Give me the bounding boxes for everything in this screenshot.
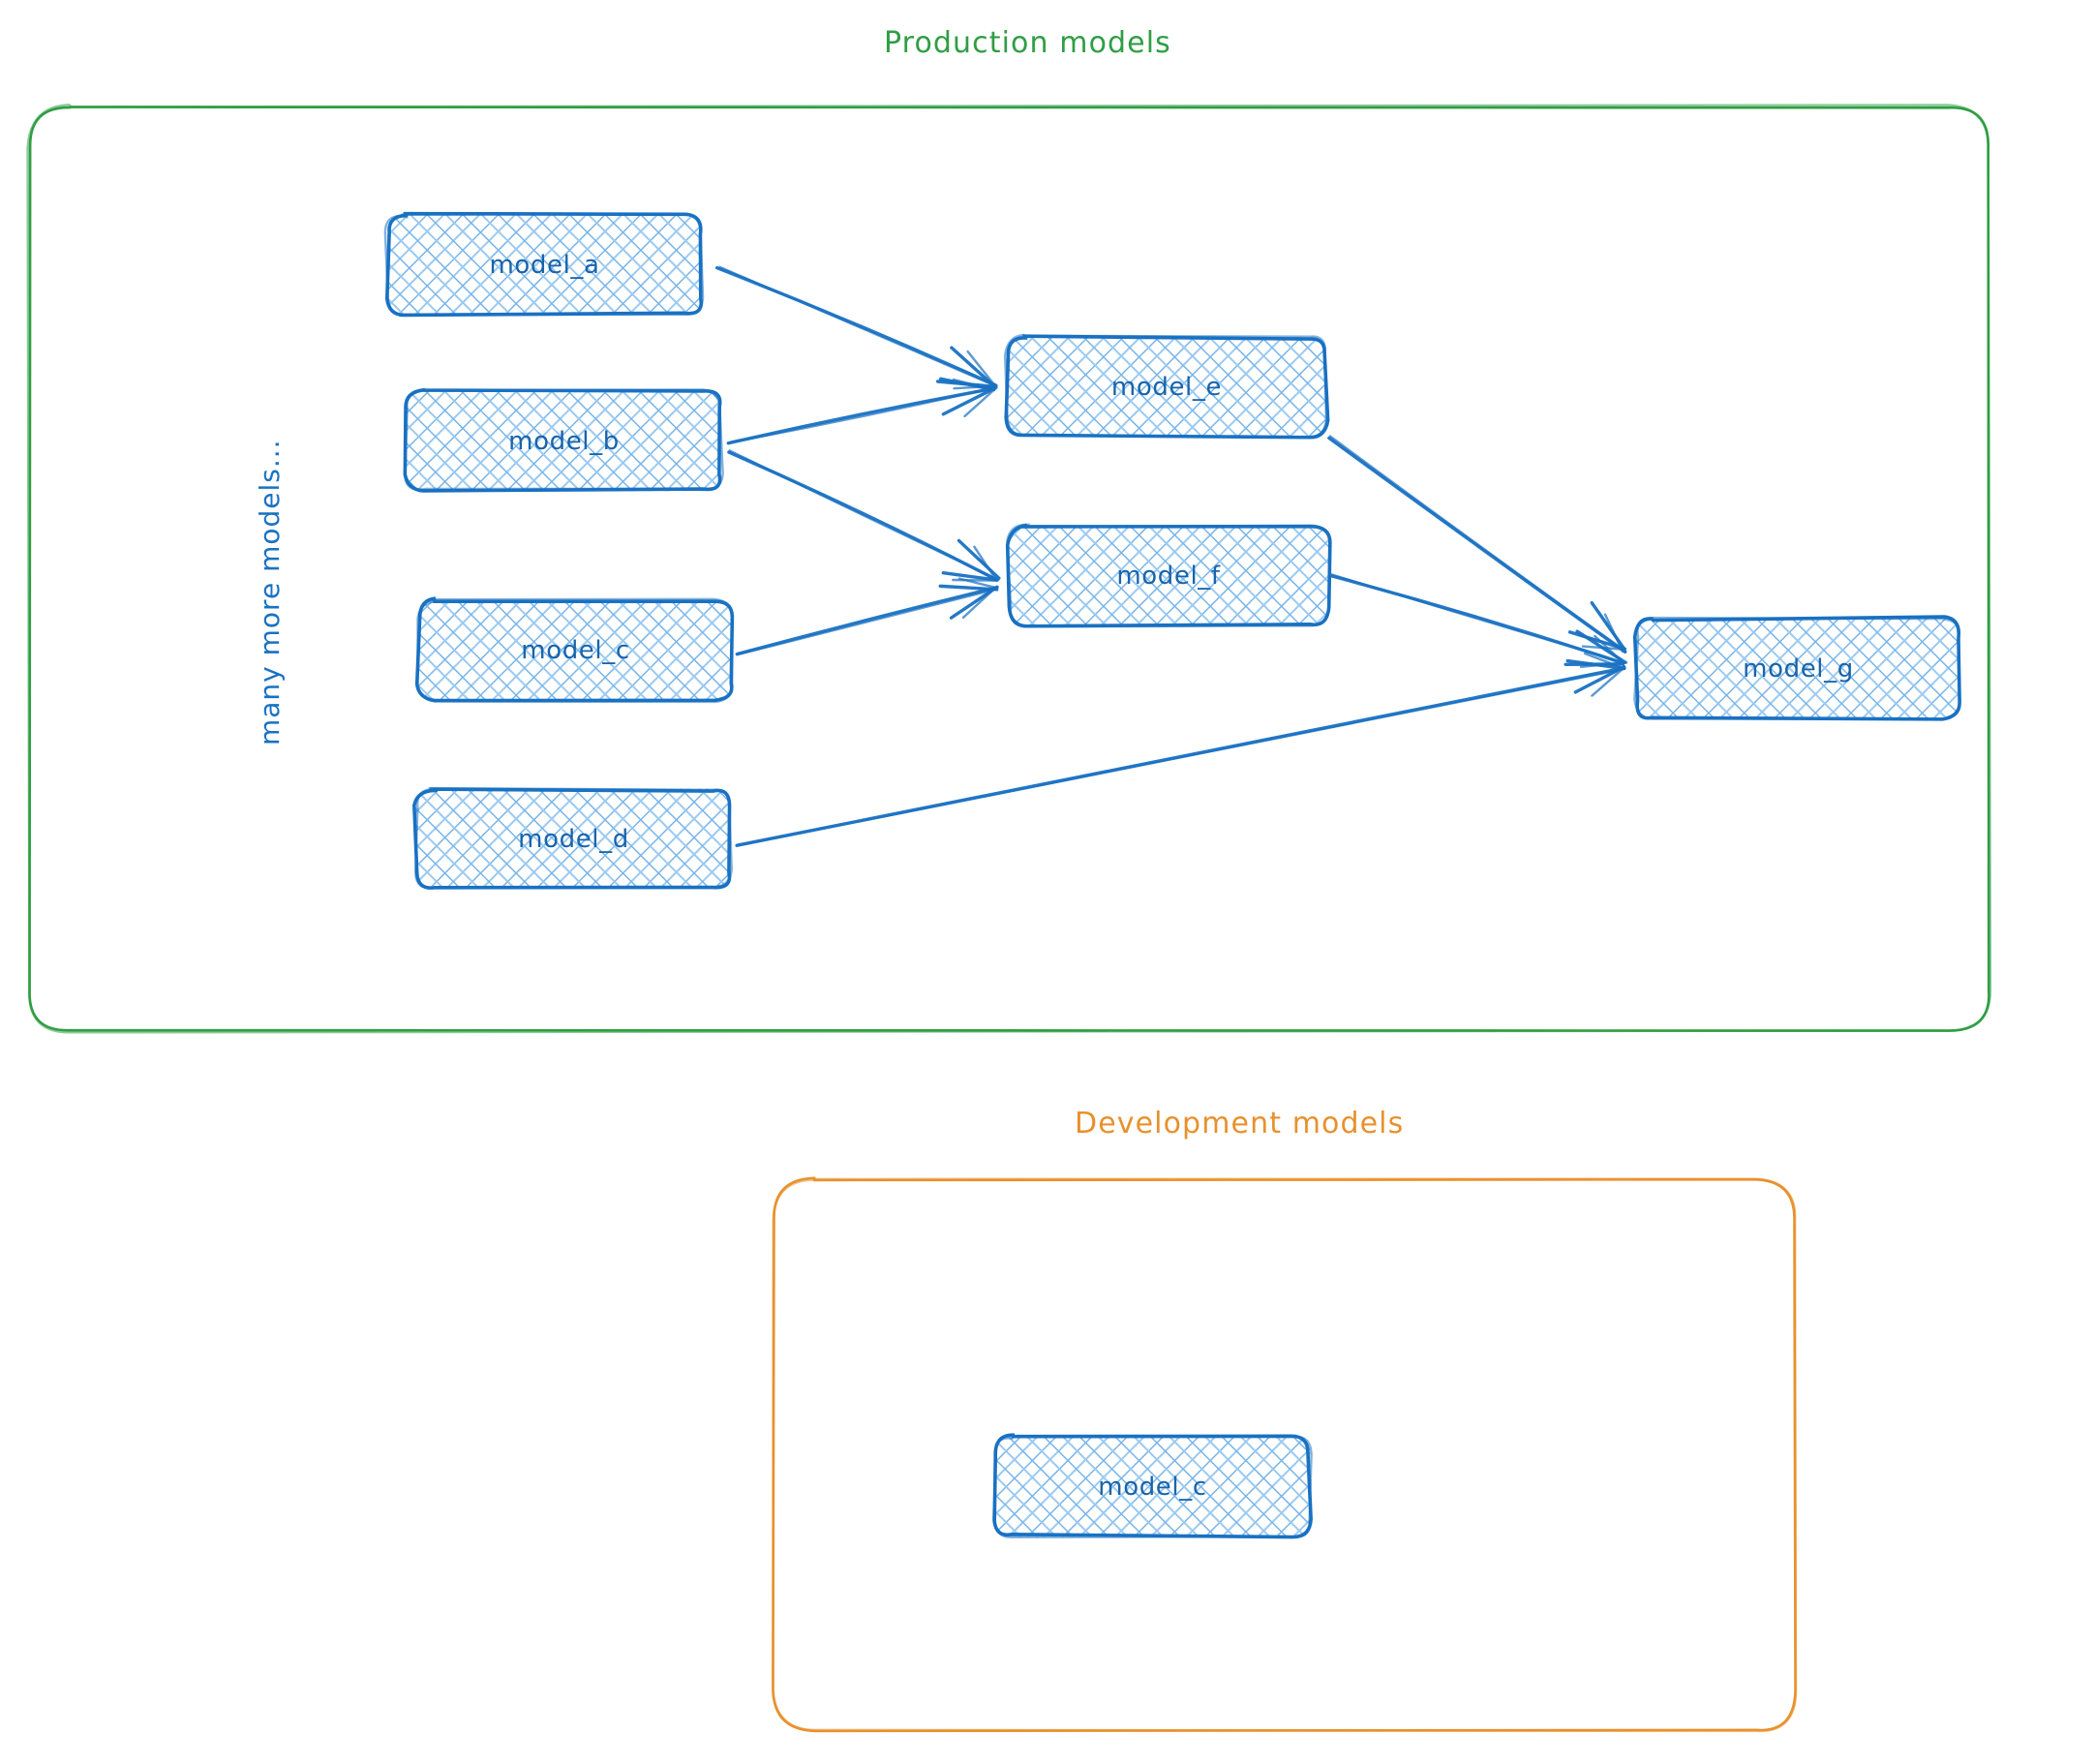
nodes-layer xyxy=(383,211,1961,1539)
node-model_c[interactable] xyxy=(414,596,735,704)
edge-f-to-g xyxy=(1328,573,1628,669)
edge-c-to-f xyxy=(735,577,999,656)
edge-b-to-e xyxy=(726,377,998,445)
node-model_c_dev[interactable] xyxy=(991,1433,1313,1539)
node-model_g[interactable] xyxy=(1632,615,1961,721)
node-model_f[interactable] xyxy=(1005,523,1332,628)
group-title-production: Production models xyxy=(884,26,1171,60)
edge-a-to-e xyxy=(715,265,998,390)
node-model_b[interactable] xyxy=(403,387,724,493)
edges-layer xyxy=(715,265,1628,847)
group-container-development xyxy=(772,1176,1798,1733)
side-label-many-more-models: many more models... xyxy=(254,439,286,745)
group-title-development: Development models xyxy=(1075,1107,1405,1141)
group-containers-layer xyxy=(26,103,1992,1733)
node-model_e[interactable] xyxy=(1003,333,1330,440)
node-model_a[interactable] xyxy=(383,211,705,318)
edge-e-to-g xyxy=(1327,435,1627,654)
edge-d-to-g xyxy=(735,652,1626,847)
node-model_d[interactable] xyxy=(412,786,734,890)
group-container-production xyxy=(26,103,1992,1034)
edge-b-to-f xyxy=(727,449,1001,582)
